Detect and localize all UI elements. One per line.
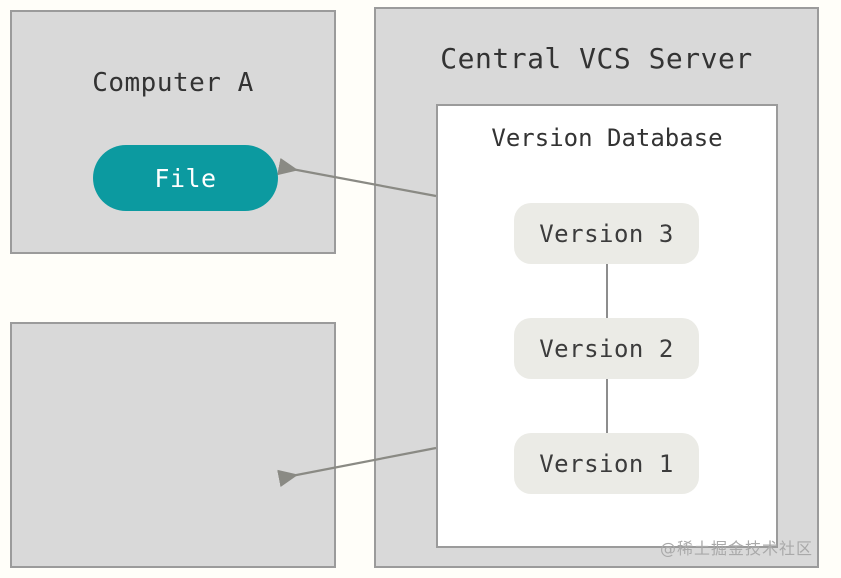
version-database-title: Version Database <box>491 124 723 152</box>
node-version-1[interactable]: Version 1 <box>514 433 699 494</box>
node-file-computer-a[interactable]: File <box>93 145 278 211</box>
panel-computer-a-title: Computer A <box>92 68 254 98</box>
watermark-text: @稀土掘金技术社区 <box>660 539 814 558</box>
node-version-2[interactable]: Version 2 <box>514 318 699 379</box>
version-link-2-to-1 <box>606 377 608 435</box>
version-link-3-to-2 <box>606 262 608 320</box>
panel-computer-b: Computer B File <box>10 322 336 568</box>
panel-computer-a: Computer A File <box>10 10 336 254</box>
node-version-3[interactable]: Version 3 <box>514 203 699 264</box>
panel-server-title: Central VCS Server <box>440 42 753 75</box>
